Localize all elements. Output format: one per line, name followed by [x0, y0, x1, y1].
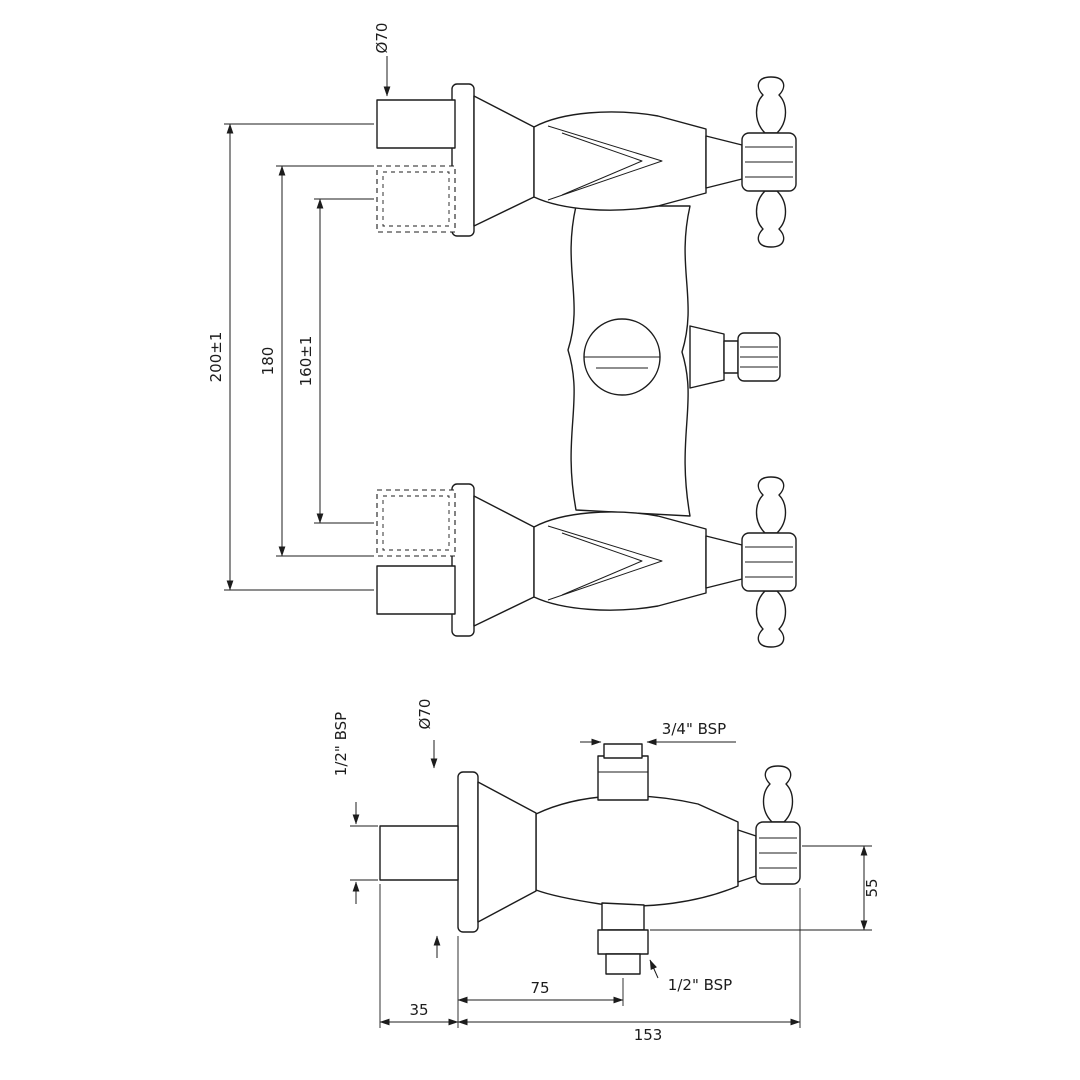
bottom-handle-lower-lobe: [755, 590, 787, 648]
side-inlet-pipe: [379, 825, 459, 881]
drawing-lines: Ø70 200±1 180 160±1: [207, 23, 881, 1044]
side-35-dim-label: 35: [409, 1001, 428, 1019]
front-inlet-pipes: [376, 99, 456, 615]
side-bottom-thread-label: 1/2" BSP: [668, 976, 732, 994]
side-55-dim-label: 55: [863, 878, 881, 897]
side-dimensions: Ø70 1/2" BSP 3/4" BSP 1/2" BSP: [332, 699, 881, 1044]
side-153-dim-label: 153: [634, 1026, 663, 1044]
top-inlet-pipe: [376, 99, 456, 149]
bottom-inlet-pipe: [376, 565, 456, 615]
side-flange-diameter-label: Ø70: [416, 699, 434, 730]
side-valve-body: [535, 795, 739, 907]
front-flange-diameter-label: Ø70: [373, 23, 391, 54]
side-inlet-thread-label: 1/2" BSP: [332, 712, 350, 776]
bottom-inlet-pipe-hidden: [376, 489, 456, 557]
side-handle-lobe: [762, 765, 794, 823]
front-middle-knob: [689, 325, 781, 389]
side-valve: [379, 743, 801, 975]
side-flange-cone: [477, 781, 537, 923]
side-bottom-outlet: [597, 929, 649, 955]
side-top-outlet: [597, 755, 649, 801]
top-inlet-pipe-hidden: [376, 165, 456, 233]
front-view: Ø70 200±1 180 160±1: [207, 23, 797, 648]
side-view: Ø70 1/2" BSP 3/4" BSP 1/2" BSP: [332, 699, 881, 1044]
top-valve-body: [533, 111, 707, 211]
side-75-dim-label: 75: [530, 979, 549, 997]
bottom-handle-upper-lobe: [755, 476, 787, 534]
top-flange-cone: [473, 95, 535, 227]
front-body-column: [567, 205, 691, 517]
top-handle-lower-lobe: [755, 190, 787, 248]
bottom-flange-cone: [473, 495, 535, 627]
front-dimensions: Ø70 200±1 180 160±1: [207, 23, 391, 591]
front-160-dim-label: 160±1: [297, 336, 315, 387]
bottom-valve-body: [533, 511, 707, 611]
top-handle-upper-lobe: [755, 76, 787, 134]
side-top-thread-label: 3/4" BSP: [662, 720, 726, 738]
front-overall-dim-label: 200±1: [207, 332, 225, 383]
front-top-valve: [451, 76, 797, 248]
front-bottom-valve: [451, 476, 797, 648]
side-wall-flange: [457, 771, 479, 933]
front-180-dim-label: 180: [259, 347, 277, 376]
